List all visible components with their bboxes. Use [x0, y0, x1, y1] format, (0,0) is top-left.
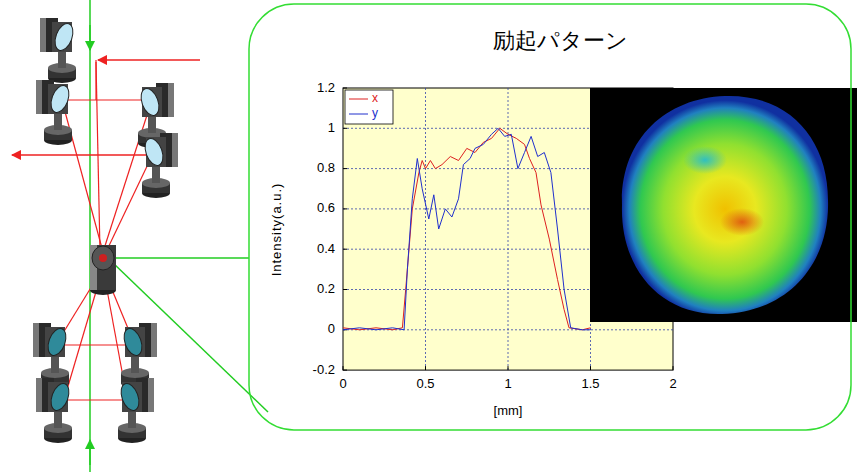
laser-path	[60, 344, 132, 345]
tick-label: 0.2	[317, 282, 335, 297]
mirror-mount	[36, 378, 72, 443]
tick-label: -0.2	[313, 363, 335, 378]
laser-path	[96, 62, 100, 252]
laser-path	[62, 99, 148, 100]
legend-text: x	[372, 92, 378, 106]
laser-path	[62, 399, 128, 400]
legend-sample	[349, 99, 368, 100]
beam-profile	[622, 96, 828, 314]
tick	[508, 366, 509, 370]
tick-label: 1.2	[317, 81, 335, 96]
bubble-border	[249, 4, 851, 430]
tick-label: 0.8	[317, 161, 335, 176]
laser-in	[98, 59, 200, 61]
grid-line	[425, 88, 426, 370]
tick	[343, 370, 347, 371]
tick	[590, 366, 591, 370]
legend-sample	[349, 114, 368, 115]
tick-label: 1	[328, 121, 335, 136]
axis-label: Intensity(a.u.)	[270, 182, 285, 276]
legend-text: y	[372, 107, 378, 121]
tick-label: 0	[339, 377, 346, 392]
tick-label: 0	[328, 322, 335, 337]
tick	[343, 128, 347, 129]
crystal-holder	[90, 245, 116, 295]
grid-line	[508, 88, 509, 370]
callout-title: 励起パターン	[493, 28, 628, 53]
tick	[343, 289, 347, 290]
tick	[425, 366, 426, 370]
cool-spot	[683, 146, 727, 174]
tick-label: 2	[669, 377, 676, 392]
laser-path	[106, 160, 150, 252]
tick	[673, 366, 674, 370]
tick	[343, 249, 347, 250]
tick-label: 0.6	[317, 201, 335, 216]
mirror-mount	[118, 378, 154, 443]
pump-arrow	[89, 25, 91, 50]
laser-out	[12, 154, 148, 156]
tick	[343, 366, 344, 370]
pump-arrow	[89, 440, 91, 465]
tick-label: 0.5	[416, 377, 434, 392]
tick-label: 0.4	[317, 242, 335, 257]
tick-label: 1	[504, 377, 511, 392]
pump-beam	[89, 0, 91, 472]
bubble-outline	[248, 3, 852, 431]
tick	[343, 88, 347, 89]
tick-label: 1.5	[581, 377, 599, 392]
tick	[343, 208, 347, 209]
hot-spot	[720, 208, 764, 236]
mirror-mount	[142, 133, 178, 198]
leader-line	[112, 262, 268, 412]
data-curve	[343, 128, 591, 329]
leader-line	[112, 257, 249, 259]
legend-box	[345, 90, 393, 124]
mirror-mount	[36, 80, 72, 145]
data-curve	[343, 128, 591, 329]
axis-label: [mm]	[494, 404, 523, 419]
tick	[343, 168, 347, 169]
callout-bubble: 励起パターン	[248, 3, 852, 431]
mirror-mount	[40, 18, 76, 83]
beam-image	[590, 88, 857, 322]
